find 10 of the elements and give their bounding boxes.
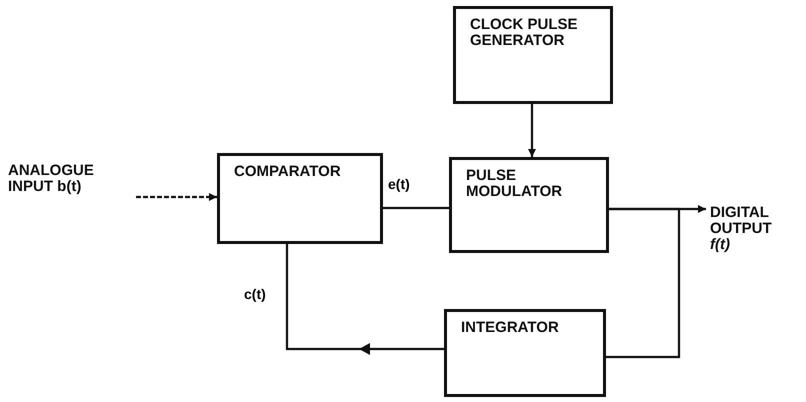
process-box: PULSE MODULATOR (449, 157, 609, 253)
signal-label: f(t) (710, 237, 731, 253)
connector-arrow (528, 104, 536, 157)
edge-label: e(t) (386, 176, 412, 192)
connector-arrow (136, 193, 217, 201)
process-box: INTEGRATOR (444, 309, 606, 397)
process-box: CLOCK PULSE GENERATOR (453, 6, 613, 104)
edge-label: c(t) (242, 286, 268, 302)
connector-arrow (286, 244, 444, 355)
process-box: COMPARATOR (217, 153, 383, 244)
